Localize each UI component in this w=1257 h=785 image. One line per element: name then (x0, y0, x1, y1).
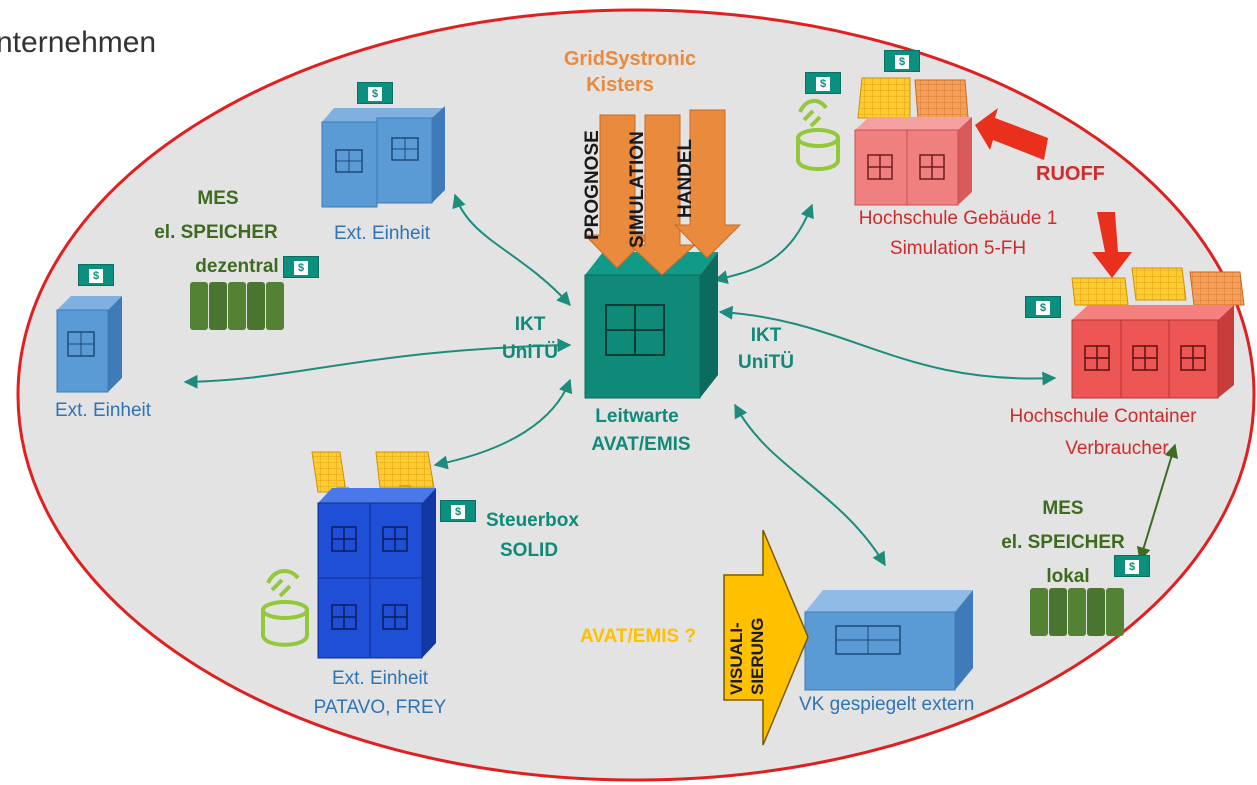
leitwarte-cube (584, 252, 718, 399)
avat-emis-question-label: AVAT/EMIS ? (580, 626, 697, 647)
link-container-battery (1136, 443, 1179, 562)
orange-input-arrows (583, 109, 742, 276)
el-speicher-left-label: el. SPEICHER (154, 222, 278, 243)
visuali-label: VISUALI- (727, 622, 746, 695)
ext-einheit-top-label: Ext. Einheit (333, 223, 431, 244)
patavo-frey-label: PATAVO, FREY (313, 697, 447, 718)
ikt-left-label: IKT (514, 314, 546, 335)
ruoff-arrows (975, 108, 1132, 278)
sierung-label: SIERUNG (748, 617, 767, 695)
simulation-5fh-label: Simulation 5-FH (889, 238, 1027, 259)
link-left-unit (183, 338, 572, 389)
ext-unit-bottom (311, 451, 436, 659)
arrow-ruoff-top (975, 108, 1048, 160)
unitue-right-label: UniTÜ (738, 352, 794, 373)
leitwarte-label: Leitwarte (595, 406, 679, 427)
hochschule-gebaeude (854, 77, 972, 206)
dollar-badge-container: $ (1025, 296, 1061, 318)
heat-pump-icon-bottom (261, 569, 309, 647)
dezentral-label: dezentral (195, 256, 279, 277)
arrow-ruoff-bottom (1092, 212, 1132, 278)
ikt-right-label: IKT (750, 325, 782, 346)
dollar-badge-mes-right: $ (1114, 555, 1150, 577)
dollar-badge-mes-left: $ (283, 256, 319, 278)
simulation-label: SIMULATION (627, 131, 648, 248)
steuerbox-label: Steuerbox (486, 510, 579, 531)
handel-label: HANDEL (675, 138, 696, 218)
connection-lines (183, 193, 1057, 567)
ext-einheit-left-label: Ext. Einheit (54, 400, 152, 421)
solid-label: SOLID (500, 540, 559, 561)
hochschule-gebaeude-label: Hochschule Gebäude 1 (858, 208, 1058, 229)
mes-right-label: MES (1042, 498, 1084, 519)
vk-gespiegelt-label: VK gespiegelt extern (799, 694, 975, 715)
arrow-prognose (583, 114, 652, 269)
link-vk (734, 403, 886, 567)
arrow-handel (673, 109, 742, 259)
battery-right (1030, 588, 1124, 636)
ext-unit-top (321, 106, 445, 208)
mes-left-label: MES (197, 188, 239, 209)
link-top-unit (452, 193, 571, 307)
unitue-left-label: UniTÜ (502, 342, 558, 363)
link-gebaeude (713, 203, 814, 285)
ruoff-label: RUOFF (1036, 163, 1105, 185)
dollar-badge-gebaeude: $ (884, 50, 920, 72)
ext-einheit-bottom-label: Ext. Einheit (331, 668, 429, 689)
dollar-badge-left: $ (78, 264, 114, 286)
prognose-label: PROGNOSE (582, 130, 603, 240)
el-speicher-right-label: el. SPEICHER (1001, 532, 1125, 553)
link-bottom-unit (433, 378, 573, 470)
gridsystronic-label: GridSystronic (563, 48, 697, 70)
kisters-label: Kisters (586, 74, 654, 96)
hochschule-container-label: Hochschule Container (1009, 406, 1197, 427)
vk-box (804, 590, 973, 691)
dollar-badge-steuerbox: $ (440, 500, 476, 522)
verbraucher-label: Verbraucher (1065, 438, 1169, 459)
heat-pump-icon-top (796, 99, 840, 171)
battery-left (190, 282, 284, 330)
link-container (718, 305, 1057, 386)
visualisierung-arrow (723, 529, 809, 746)
corner-text: nternehmen (0, 26, 157, 59)
arrow-simulation (628, 114, 697, 276)
avat-emis-label: AVAT/EMIS (591, 434, 691, 455)
ext-unit-left (56, 296, 122, 393)
dollar-badge-heatpump: $ (805, 72, 841, 94)
hochschule-container (1071, 267, 1245, 399)
lokal-label: lokal (1046, 566, 1090, 587)
dollar-badge-top: $ (357, 82, 393, 104)
